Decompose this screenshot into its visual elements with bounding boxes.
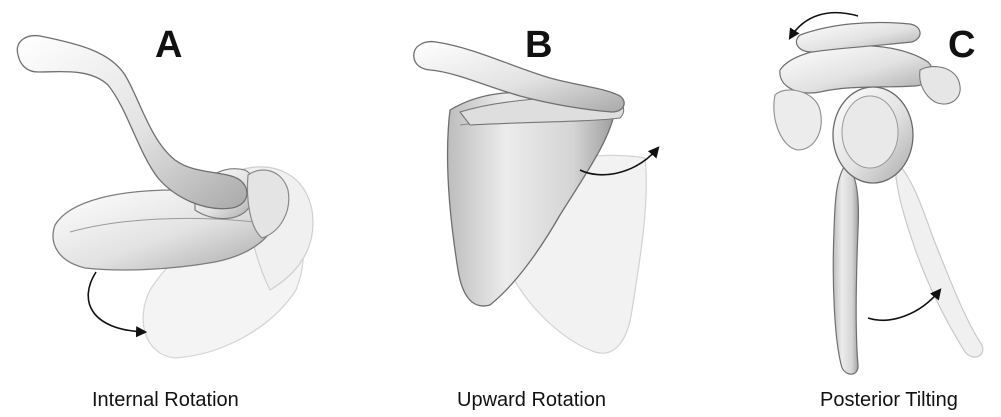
panel-letter: A: [155, 24, 183, 67]
panel-letter: C: [948, 24, 976, 67]
panel-caption: Posterior Tilting: [820, 389, 958, 412]
panel-c: C Posterior Tilting: [760, 0, 1001, 417]
panel-caption: Internal Rotation: [92, 389, 239, 412]
rotation-arrow: [88, 272, 145, 332]
panel-caption: Upward Rotation: [457, 389, 606, 412]
panel-letter: B: [525, 24, 553, 67]
panel-a: A Internal Rotation: [0, 0, 330, 417]
ghost-scapula: [895, 160, 983, 357]
clavicle: [17, 36, 247, 209]
rotation-arrow-bottom: [868, 290, 940, 320]
scapula-body: [833, 165, 858, 374]
panel-b: B Upward Rotation: [400, 0, 700, 417]
